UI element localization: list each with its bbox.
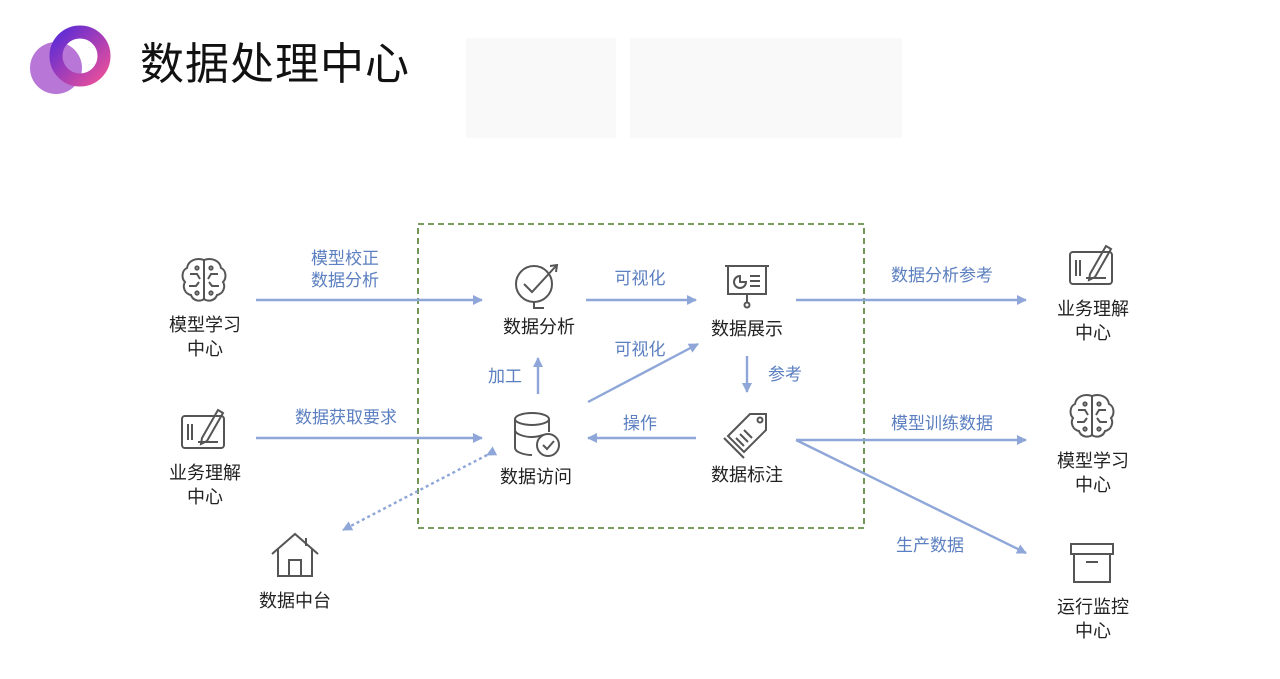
chart-check-icon — [515, 263, 559, 309]
edge-label-line1: 模型校正 — [311, 249, 379, 269]
brand-logo — [30, 25, 111, 94]
node-model-learning-left: 模型学习 中心 — [150, 314, 260, 362]
edge-label-process: 加工 — [488, 367, 522, 387]
page-title: 数据处理中心 — [140, 39, 410, 90]
node-business-left: 业务理解 中心 — [150, 462, 260, 510]
node-ops-monitor: 运行监控 中心 — [1038, 596, 1148, 644]
node-label-line2: 中心 — [1075, 323, 1111, 344]
node-label-line2: 中心 — [187, 339, 223, 360]
node-label-line2: 中心 — [1075, 475, 1111, 496]
edge-label-calibration: 模型校正 数据分析 — [290, 248, 400, 292]
node-label-line2: 中心 — [187, 487, 223, 508]
node-label-line1: 业务理解 — [169, 463, 241, 484]
node-label-line1: 模型学习 — [1057, 451, 1129, 472]
edge-label-line2: 数据分析 — [311, 271, 379, 291]
node-data-labeling: 数据标注 — [711, 465, 783, 486]
brain-icon — [1069, 394, 1115, 438]
node-label-line1: 业务理解 — [1057, 299, 1129, 320]
node-label-line2: 中心 — [1075, 621, 1111, 642]
node-data-platform: 数据中台 — [259, 591, 331, 612]
edge-label-analysis-ref: 数据分析参考 — [891, 266, 993, 286]
edge-production — [795, 438, 1027, 555]
edge-label-operate: 操作 — [623, 414, 657, 434]
tag-icon — [723, 413, 767, 459]
node-data-display: 数据展示 — [711, 319, 783, 340]
presentation-icon — [725, 265, 769, 309]
edge-visualize-diag — [587, 342, 699, 404]
brain-icon — [181, 258, 227, 302]
background-panel — [630, 38, 902, 138]
database-check-icon — [514, 412, 560, 457]
node-data-access: 数据访问 — [500, 467, 572, 488]
node-label-line1: 模型学习 — [169, 315, 241, 336]
background-panel — [466, 38, 616, 138]
house-icon — [271, 532, 319, 577]
edge-label-acquisition: 数据获取要求 — [295, 408, 397, 428]
node-label-line1: 运行监控 — [1057, 597, 1129, 618]
tablet-pen-icon — [1069, 244, 1113, 285]
tablet-pen-icon — [181, 408, 225, 449]
node-model-learning-right: 模型学习 中心 — [1038, 450, 1148, 498]
edge-label-visualize-diag: 可视化 — [614, 340, 666, 360]
edge-label-reference: 参考 — [768, 365, 802, 385]
processing-frame — [417, 223, 865, 529]
node-data-analysis: 数据分析 — [503, 317, 575, 338]
edge-label-visualize-top: 可视化 — [614, 269, 666, 289]
node-business-right: 业务理解 中心 — [1038, 298, 1148, 346]
edge-label-training: 模型训练数据 — [891, 414, 993, 434]
archive-box-icon — [1070, 543, 1114, 583]
edge-label-production: 生产数据 — [896, 536, 964, 556]
edge-platform — [342, 446, 498, 532]
